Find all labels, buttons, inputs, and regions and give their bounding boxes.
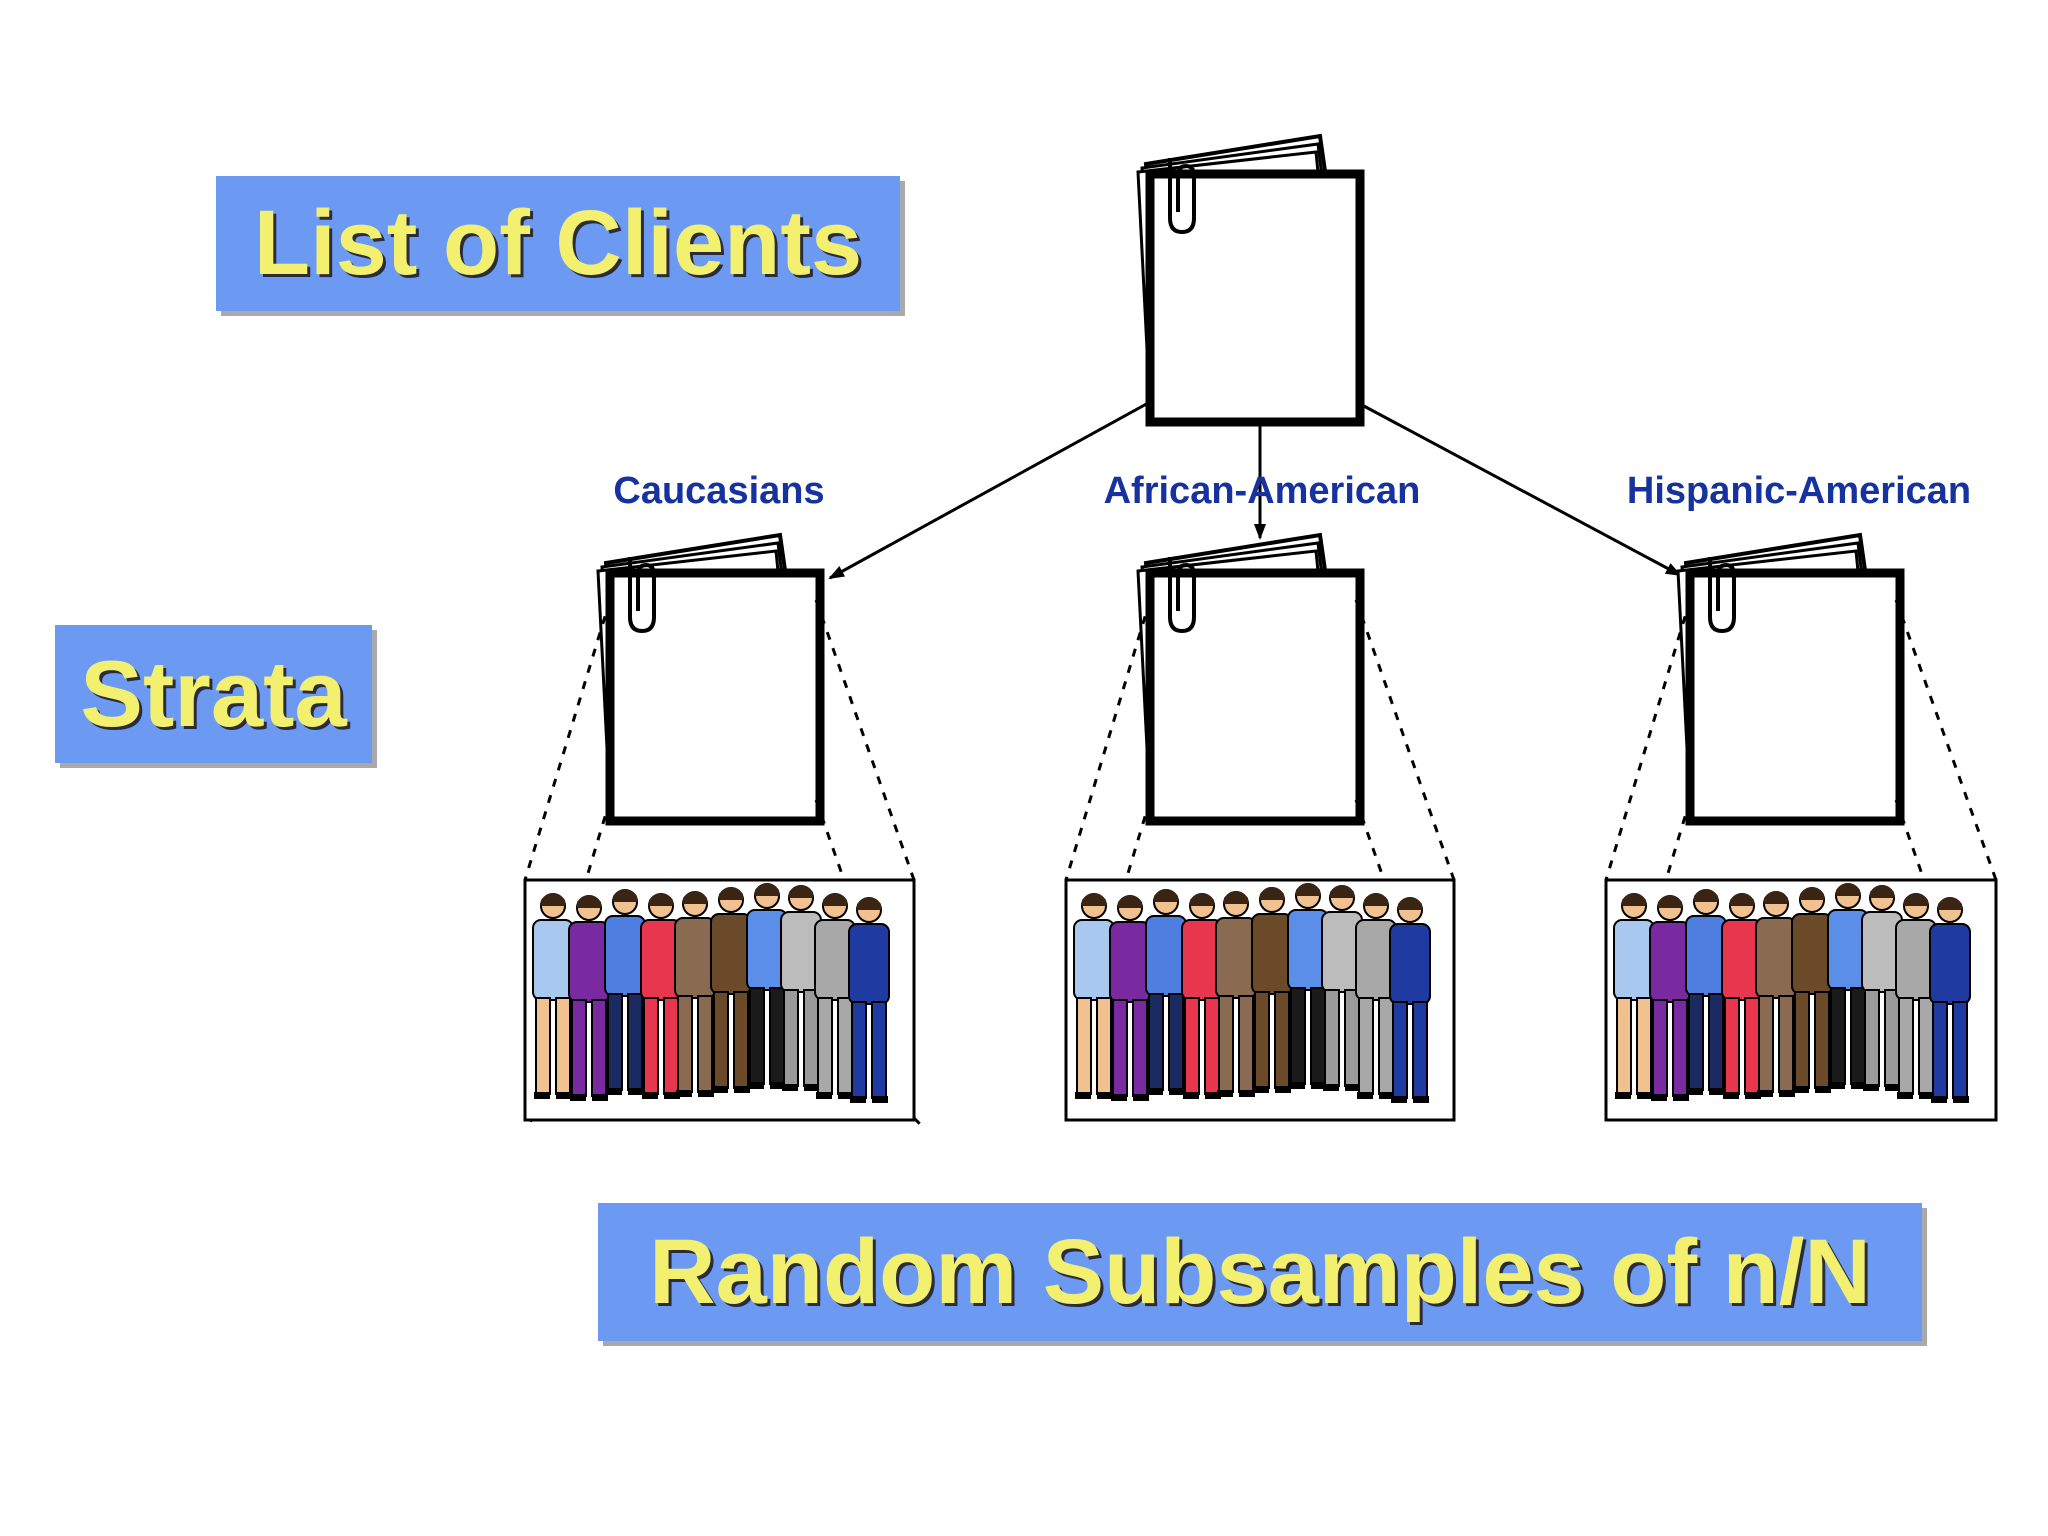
random-subsamples-text: Random Subsamples of n/N	[649, 1220, 1871, 1325]
hispanic-american-subsample-group	[1606, 880, 1996, 1120]
african-american-subsample-group	[1066, 880, 1454, 1120]
caucasians-document-icon	[598, 535, 820, 821]
arrow-to-caucasians	[830, 402, 1150, 578]
list-of-clients-label: List of Clients	[216, 176, 900, 311]
african-american-document-icon	[1138, 535, 1360, 821]
list-of-clients-text: List of Clients	[254, 191, 862, 296]
hispanic-american-document-icon	[1678, 535, 1900, 821]
strata-label: Strata	[55, 625, 372, 763]
stratum-label-caucasians: Caucasians	[613, 470, 824, 513]
strata-text: Strata	[80, 640, 346, 748]
random-subsamples-label: Random Subsamples of n/N	[598, 1203, 1922, 1341]
caucasians-subsample-group	[525, 880, 914, 1120]
stratum-label-african-american: African-American	[1104, 470, 1421, 513]
list-of-clients-document-icon	[1138, 136, 1360, 422]
stratum-label-hispanic-american: Hispanic-American	[1627, 470, 1971, 513]
